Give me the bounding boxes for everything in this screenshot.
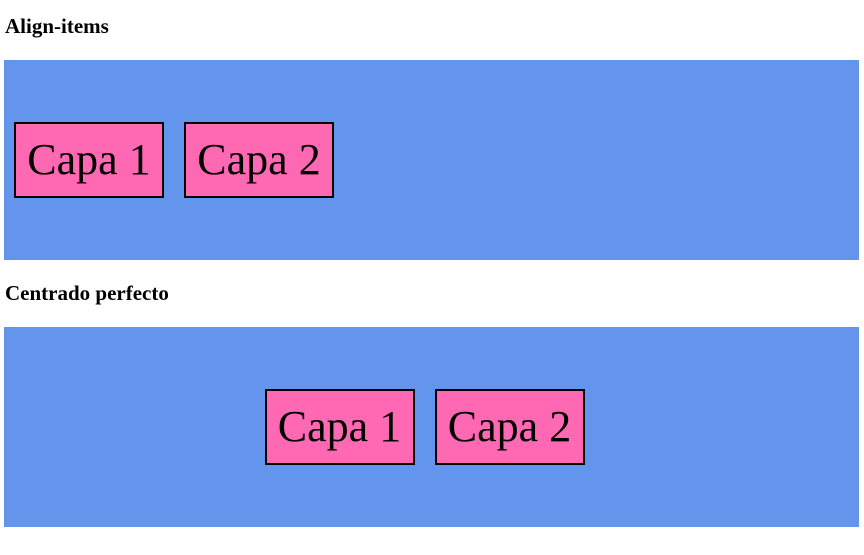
capa-1-box: Capa 1 xyxy=(14,122,164,198)
centrado-perfecto-container: Capa 1 Capa 2 xyxy=(4,327,859,527)
capa-2-box: Capa 2 xyxy=(434,389,585,465)
section-title-align-items: Align-items xyxy=(5,14,109,38)
section-title-centrado-perfecto: Centrado perfecto xyxy=(5,281,169,305)
align-items-container: Capa 1 Capa 2 xyxy=(4,60,859,260)
capa-2-box: Capa 2 xyxy=(184,122,334,198)
capa-1-box: Capa 1 xyxy=(264,389,415,465)
